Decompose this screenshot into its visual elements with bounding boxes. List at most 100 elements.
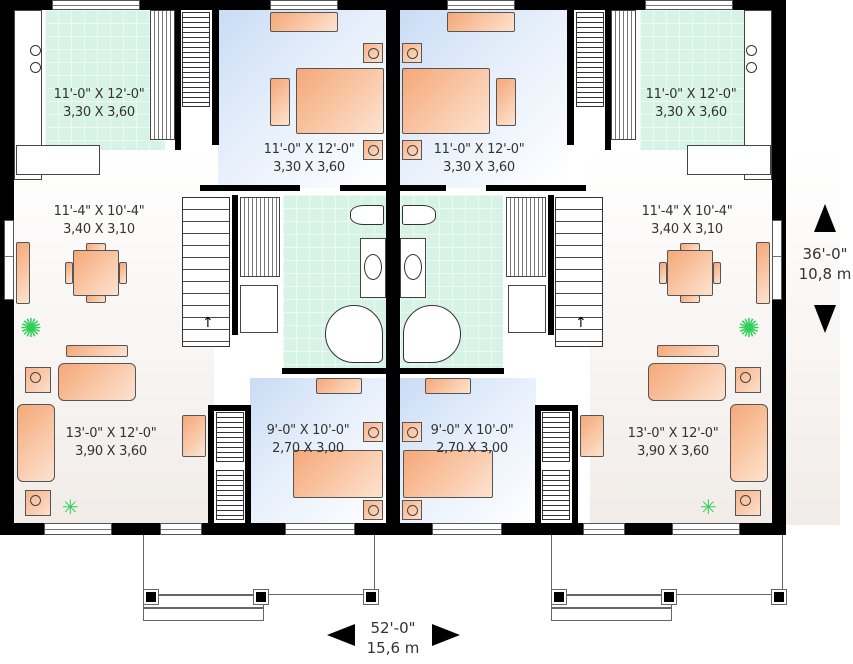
right-toilet bbox=[402, 205, 436, 225]
right-bed2-closet-2 bbox=[542, 470, 570, 520]
left-living-label: 13'-0" X 12'-0" 3,90 X 3,60 bbox=[56, 425, 166, 461]
left-dining-chair-top bbox=[86, 243, 106, 251]
depth-imperial: 36'-0" bbox=[802, 245, 848, 263]
left-dining-imperial: 11'-4" X 10'-4" bbox=[53, 204, 145, 219]
left-bedroom-west-wall bbox=[212, 10, 219, 145]
left-closet-wall-b bbox=[208, 405, 214, 523]
width-arrow-right-icon bbox=[432, 624, 460, 646]
right-master-nightstand-2 bbox=[402, 140, 422, 160]
right-living-plant-icon: ✳ bbox=[700, 495, 717, 519]
party-wall bbox=[386, 0, 400, 535]
left-bed2-window bbox=[285, 523, 355, 535]
right-bed2-nightstand-1 bbox=[402, 422, 422, 442]
right-end-table-2 bbox=[735, 490, 761, 516]
left-entry-door bbox=[160, 523, 202, 535]
right-living-label: 13'-0" X 12'-0" 3,90 X 3,60 bbox=[618, 425, 728, 461]
right-bed2-nightstand-2 bbox=[402, 500, 422, 520]
left-master-bedroom-imperial: 11'-0" X 12'-0" bbox=[263, 142, 355, 157]
left-dining-table bbox=[73, 250, 119, 296]
left-bed2-nightstand-1 bbox=[363, 422, 383, 442]
right-bed2-east-wall bbox=[535, 405, 541, 525]
right-kitchen-label: 11'-0" X 12'-0" 3,30 X 3,60 bbox=[636, 86, 746, 122]
right-end-table-1 bbox=[735, 367, 761, 393]
right-dining-table bbox=[667, 250, 713, 296]
left-bedroom2-imperial: 9'-0" X 10'-0" bbox=[266, 423, 350, 438]
left-kitchen-metric: 3,30 X 3,60 bbox=[63, 105, 135, 120]
right-master-nightstand-1 bbox=[402, 43, 422, 63]
left-kitchen-closet-wall bbox=[175, 10, 181, 150]
right-kitchen-closet-wall bbox=[605, 10, 611, 150]
left-dining-window bbox=[4, 220, 14, 300]
right-dining-label: 11'-4" X 10'-4" 3,40 X 3,10 bbox=[632, 203, 742, 239]
right-stairs bbox=[555, 197, 603, 347]
left-bed2-dresser bbox=[316, 378, 362, 394]
left-porch-post-2 bbox=[253, 589, 269, 605]
left-end-table-1 bbox=[25, 367, 51, 393]
right-bed2-closet-1 bbox=[542, 412, 570, 462]
right-living-window bbox=[672, 523, 740, 535]
right-porch-step-2 bbox=[551, 608, 672, 621]
width-dimension: 52'-0" 15,6 m bbox=[358, 618, 428, 658]
left-stove-burner-2 bbox=[30, 62, 41, 73]
left-living-metric: 3,90 X 3,60 bbox=[75, 444, 147, 459]
right-console bbox=[657, 345, 719, 357]
left-living-imperial: 13'-0" X 12'-0" bbox=[65, 426, 157, 441]
left-master-bench bbox=[270, 78, 290, 126]
left-end-table-2 bbox=[25, 490, 51, 516]
right-stove-burner-2 bbox=[746, 62, 757, 73]
left-porch-step-2 bbox=[143, 608, 264, 621]
left-kitchen-window bbox=[52, 0, 140, 10]
left-bed2-closet-2 bbox=[216, 470, 244, 520]
right-dining-imperial: 11'-4" X 10'-4" bbox=[641, 204, 733, 219]
left-bathtub bbox=[325, 305, 383, 363]
left-bed2-nightstand-2 bbox=[363, 500, 383, 520]
left-bedroom2-metric: 2,70 X 3,00 bbox=[272, 441, 344, 456]
right-master-bedroom-metric: 3,30 X 3,60 bbox=[443, 160, 515, 175]
right-living-metric: 3,90 X 3,60 bbox=[637, 444, 709, 459]
left-bedroom-window bbox=[270, 0, 338, 10]
right-bedroom2-imperial: 9'-0" X 10'-0" bbox=[430, 423, 514, 438]
right-dining-chair-right bbox=[713, 262, 721, 284]
left-dining-label: 11'-4" X 10'-4" 3,40 X 3,10 bbox=[44, 203, 154, 239]
left-bedroom2-label: 9'-0" X 10'-0" 2,70 X 3,00 bbox=[256, 422, 360, 458]
left-kitchen-label: 11'-0" X 12'-0" 3,30 X 3,60 bbox=[44, 86, 154, 122]
right-kitchen-floor bbox=[640, 10, 760, 150]
right-shower bbox=[508, 285, 546, 333]
right-porch-post-2 bbox=[661, 589, 677, 605]
left-kitchen-imperial: 11'-0" X 12'-0" bbox=[53, 87, 145, 102]
left-bed2-bed bbox=[293, 450, 383, 498]
right-bathtub bbox=[403, 305, 461, 363]
right-bed2-bed bbox=[403, 450, 493, 498]
left-dining-plant-icon: ✺ bbox=[20, 314, 42, 344]
left-porch bbox=[143, 535, 375, 595]
right-bed2-window bbox=[432, 523, 502, 535]
right-sink bbox=[404, 254, 422, 280]
left-porch-step bbox=[143, 595, 264, 608]
right-bedroom2-metric: 2,70 X 3,00 bbox=[436, 441, 508, 456]
left-kitchen-island bbox=[16, 145, 100, 175]
left-bed2-closet-1 bbox=[216, 412, 244, 462]
left-master-bed bbox=[296, 68, 384, 134]
left-linen-closet bbox=[240, 197, 280, 277]
left-stove-burner-1 bbox=[30, 45, 41, 56]
right-kitchen-cabinets bbox=[611, 10, 636, 140]
right-dining-chair-left bbox=[659, 262, 667, 284]
left-loveseat bbox=[17, 404, 55, 482]
left-stairs-up-arrow-icon: ↑ bbox=[202, 315, 214, 331]
right-sideboard bbox=[756, 242, 770, 304]
width-arrow-left-icon bbox=[327, 624, 355, 646]
right-hall-wall-b bbox=[400, 185, 446, 191]
right-dining-chair-top bbox=[680, 243, 700, 251]
left-master-bedroom-metric: 3,30 X 3,60 bbox=[273, 160, 345, 175]
left-shower bbox=[240, 285, 278, 333]
depth-metric: 10,8 m bbox=[798, 265, 852, 283]
left-master-dresser bbox=[270, 12, 338, 32]
right-entry-door bbox=[583, 523, 625, 535]
left-kitchen-closet bbox=[182, 12, 210, 107]
left-hall-wall bbox=[200, 185, 300, 191]
left-master-nightstand-1 bbox=[363, 43, 383, 63]
width-imperial: 52'-0" bbox=[370, 619, 416, 637]
right-bath-east-wall bbox=[548, 195, 554, 335]
left-kitchen-cabinets bbox=[150, 10, 175, 140]
